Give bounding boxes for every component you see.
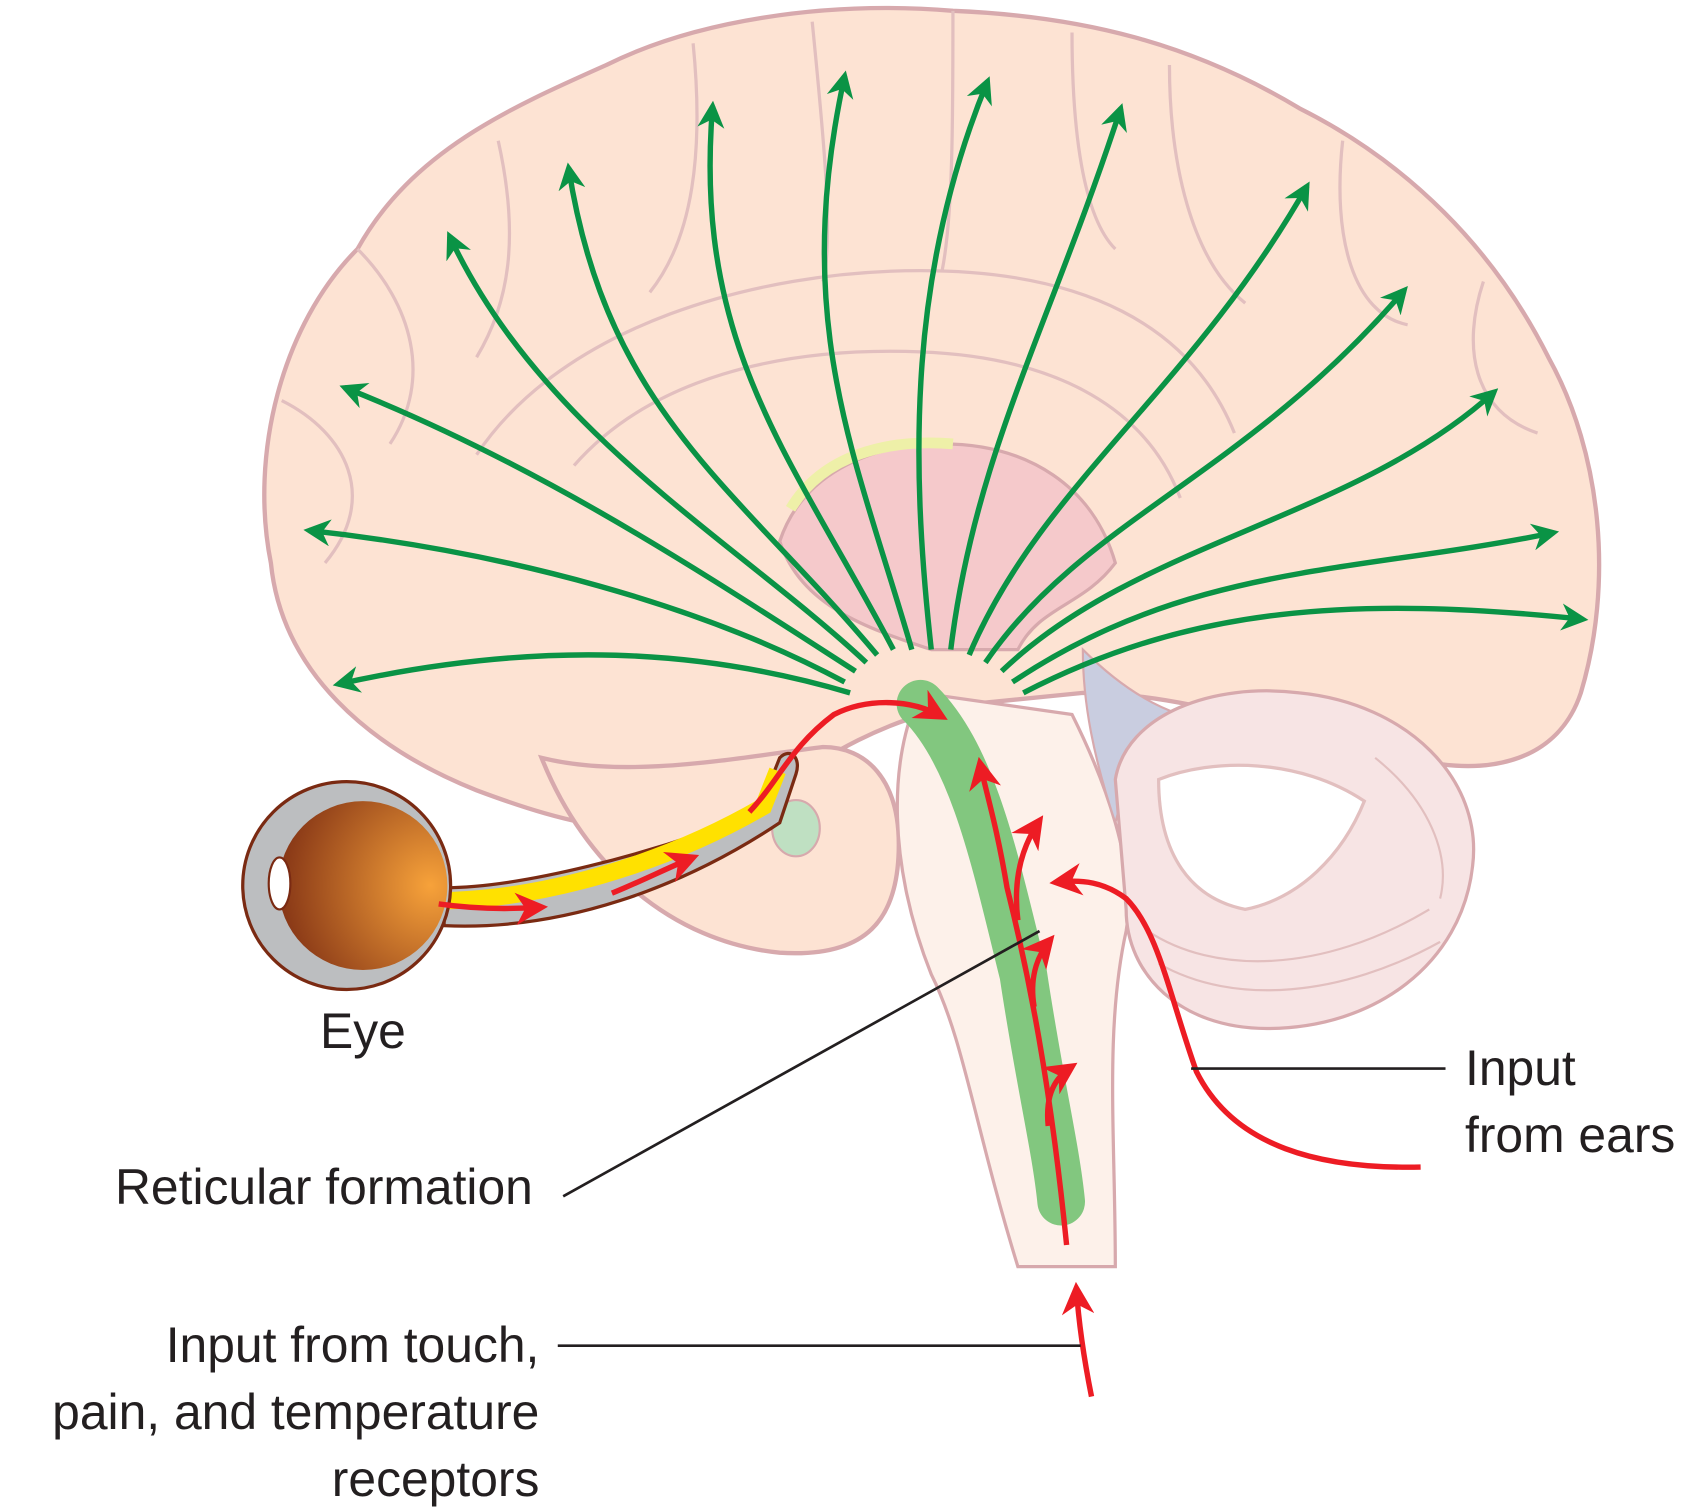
- projection-arrow: [948, 103, 1127, 650]
- sensory-pathways: [438, 689, 1421, 1398]
- touch-input-arrow: [1061, 1281, 1095, 1398]
- ascending-branch: [1021, 934, 1055, 1008]
- projection-arrow: [697, 100, 896, 651]
- label-input-ears-1: Input: [1465, 1040, 1576, 1096]
- label-reticular-formation: Reticular formation: [115, 1159, 533, 1215]
- ascending-branch: [1041, 1062, 1078, 1127]
- projection-arrow: [339, 382, 857, 674]
- projection-arrow: [1010, 523, 1560, 685]
- visual-input-arrow: [438, 892, 549, 926]
- label-eye: Eye: [320, 1003, 406, 1059]
- label-input-ears-2: from ears: [1465, 1107, 1675, 1163]
- label-input-touch-2: pain, and temperature: [52, 1384, 539, 1440]
- label-input-touch-1: Input from touch,: [166, 1317, 540, 1373]
- ascending-tract: [969, 756, 1070, 1246]
- projection-arrow: [983, 286, 1408, 665]
- leader-lines: [557, 929, 1446, 1348]
- eye: [241, 751, 799, 992]
- ascending-branch: [1011, 815, 1044, 921]
- gyri: [280, 10, 1539, 564]
- projection-arrow: [332, 652, 851, 696]
- projection-arrow: [1022, 603, 1589, 696]
- visual-input-arrow: [747, 689, 948, 814]
- projection-arrow: [821, 70, 915, 651]
- projection-arrow: [303, 519, 846, 685]
- cerebellum: [1113, 689, 1476, 1031]
- projection-arrow: [966, 181, 1310, 657]
- projection-arrow: [916, 76, 992, 650]
- projection-arrow: [558, 162, 880, 657]
- label-input-touch-3: receptors: [332, 1451, 540, 1507]
- projection-arrows: [303, 70, 1589, 696]
- projection-arrow: [446, 231, 869, 665]
- ear-input-arrow: [1049, 863, 1421, 1170]
- visual-input-arrow: [610, 852, 700, 896]
- projection-arrow: [999, 388, 1499, 674]
